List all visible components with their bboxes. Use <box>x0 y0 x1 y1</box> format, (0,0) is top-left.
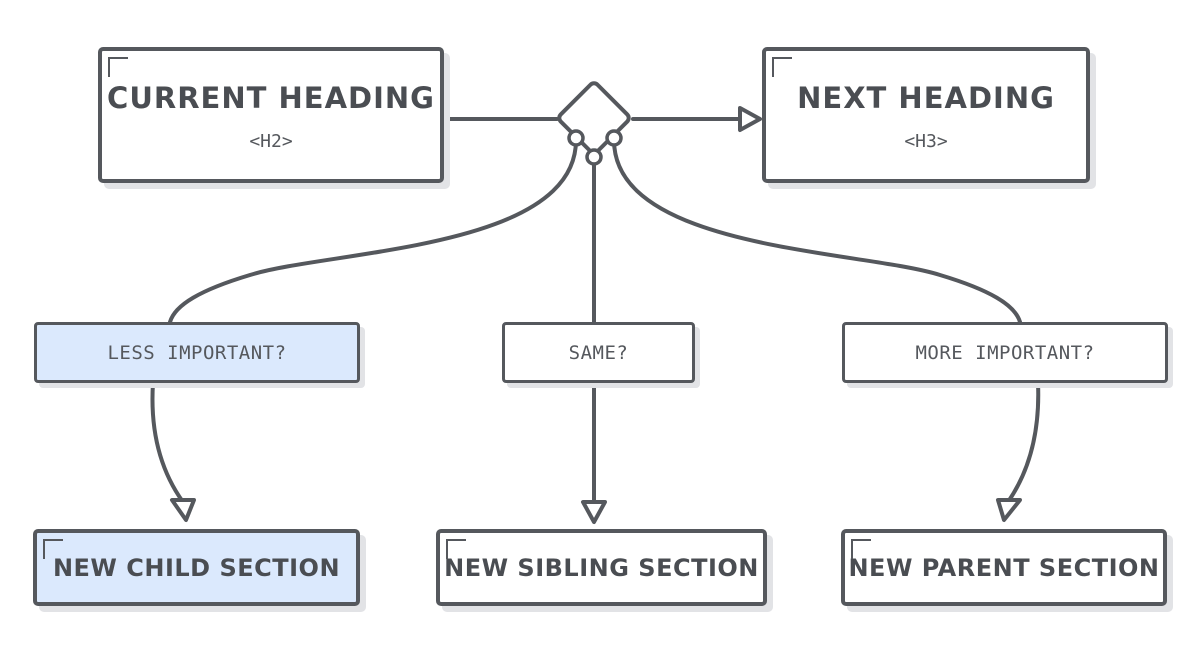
connector-decision-to-more <box>612 138 1022 324</box>
corner-mark <box>851 539 871 559</box>
next-heading-tag: <H3> <box>904 131 948 152</box>
question-more-important: MORE IMPORTANT? <box>842 322 1168 383</box>
new-child-section-label: NEW CHILD SECTION <box>52 553 341 582</box>
arrowhead-next <box>738 106 762 132</box>
corner-mark <box>43 539 63 559</box>
connector-decision-to-less <box>168 138 578 324</box>
arrowhead-child <box>170 498 196 522</box>
new-sibling-section-box: NEW SIBLING SECTION <box>436 529 767 606</box>
next-heading-title: NEXT HEADING <box>797 81 1055 115</box>
new-parent-section-label: NEW PARENT SECTION <box>848 553 1160 582</box>
connector-port-same <box>585 148 603 166</box>
connector-port-more <box>605 129 623 147</box>
connector-less-to-child <box>150 381 185 504</box>
arrowhead-sibling <box>581 500 607 524</box>
corner-mark <box>108 57 128 77</box>
connector-port-less <box>567 129 585 147</box>
connector-more-to-parent <box>1006 381 1041 504</box>
new-sibling-section-label: NEW SIBLING SECTION <box>444 553 759 582</box>
current-heading-tag: <H2> <box>249 131 293 152</box>
current-heading-box: CURRENT HEADING <H2> <box>98 47 444 183</box>
new-parent-section-box: NEW PARENT SECTION <box>841 529 1167 606</box>
corner-mark <box>772 57 792 77</box>
question-same: SAME? <box>502 322 695 383</box>
question-less-important: LESS IMPORTANT? <box>34 322 360 383</box>
new-child-section-box: NEW CHILD SECTION <box>33 529 360 606</box>
current-heading-title: CURRENT HEADING <box>107 81 435 115</box>
arrowhead-parent <box>996 498 1022 522</box>
next-heading-box: NEXT HEADING <H3> <box>762 47 1090 183</box>
corner-mark <box>446 539 466 559</box>
